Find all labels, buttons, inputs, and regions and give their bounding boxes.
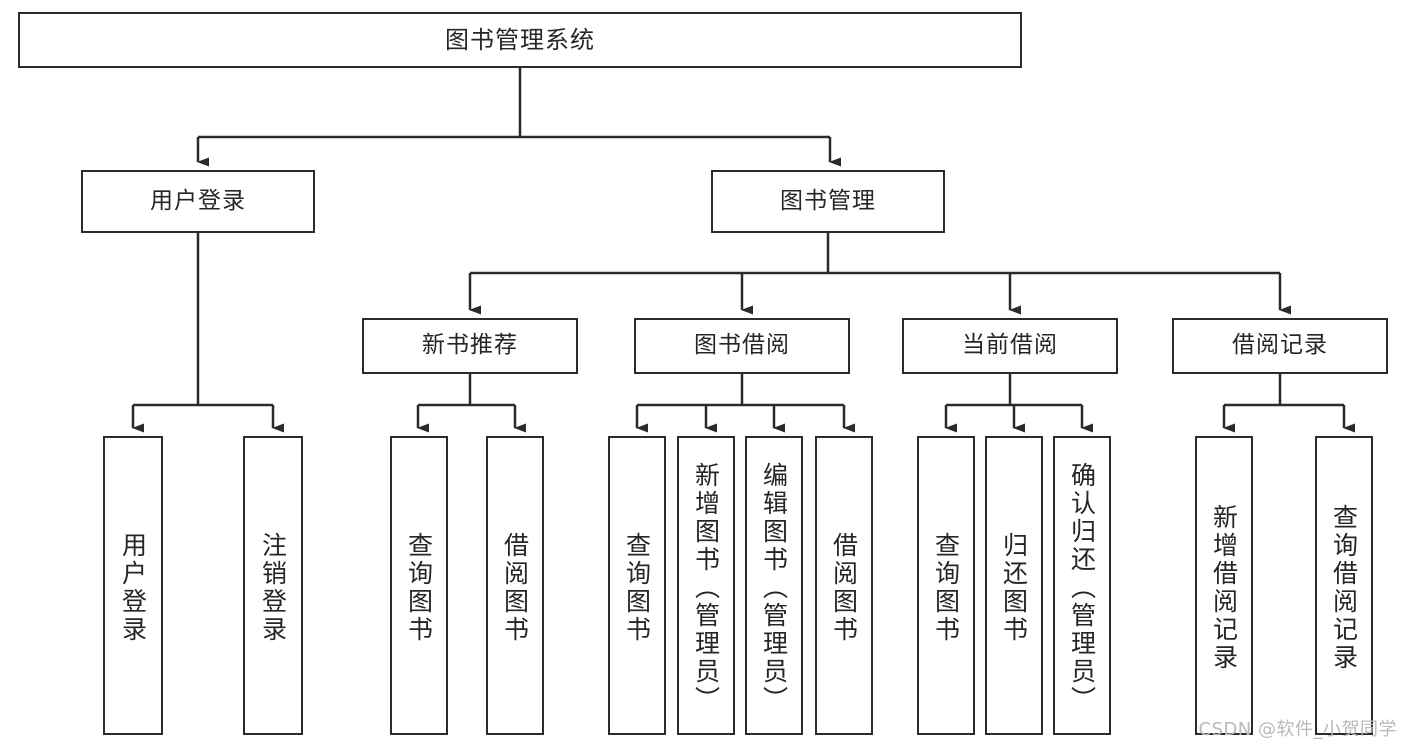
leaf-new-book-borrow-book[interactable]: 借阅图书 bbox=[486, 436, 544, 735]
node-label: 确认归还（管理员） bbox=[1067, 461, 1097, 714]
node-label: 用户登录 bbox=[150, 187, 246, 214]
leaf-user-login-logout[interactable]: 注销登录 bbox=[243, 436, 303, 735]
node-label: 注销登录 bbox=[258, 531, 288, 644]
node-label: 新书推荐 bbox=[422, 332, 518, 359]
leaf-book-borrow-query-book[interactable]: 查询图书 bbox=[608, 436, 666, 735]
node-label: 图书借阅 bbox=[694, 332, 790, 359]
node-book-management[interactable]: 图书管理 bbox=[711, 170, 945, 233]
node-label: 编辑图书（管理员） bbox=[759, 461, 789, 714]
leaf-book-borrow-edit-book-admin[interactable]: 编辑图书（管理员） bbox=[745, 436, 803, 735]
node-label: 查询图书 bbox=[404, 531, 434, 644]
node-label: 借阅图书 bbox=[500, 531, 530, 644]
node-label: 图书管理系统 bbox=[445, 25, 595, 54]
node-label: 借阅记录 bbox=[1232, 332, 1328, 359]
node-label: 查询图书 bbox=[622, 531, 652, 644]
node-new-book-recommend[interactable]: 新书推荐 bbox=[362, 318, 578, 374]
leaf-borrow-record-query-record[interactable]: 查询借阅记录 bbox=[1315, 436, 1373, 735]
node-label: 借阅图书 bbox=[829, 531, 859, 644]
leaf-book-borrow-borrow-book[interactable]: 借阅图书 bbox=[815, 436, 873, 735]
leaf-new-book-query-book[interactable]: 查询图书 bbox=[390, 436, 448, 735]
node-label: 当前借阅 bbox=[962, 332, 1058, 359]
leaf-current-borrow-confirm-return-admin[interactable]: 确认归还（管理员） bbox=[1053, 436, 1111, 735]
node-user-login[interactable]: 用户登录 bbox=[81, 170, 315, 233]
leaf-current-borrow-return-book[interactable]: 归还图书 bbox=[985, 436, 1043, 735]
node-label: 查询图书 bbox=[931, 531, 961, 644]
node-label: 归还图书 bbox=[999, 531, 1029, 644]
node-label: 新增借阅记录 bbox=[1209, 503, 1239, 672]
leaf-user-login-login[interactable]: 用户登录 bbox=[103, 436, 163, 735]
leaf-current-borrow-query-book[interactable]: 查询图书 bbox=[917, 436, 975, 735]
node-label: 图书管理 bbox=[780, 187, 876, 214]
leaf-book-borrow-add-book-admin[interactable]: 新增图书（管理员） bbox=[677, 436, 735, 735]
csdn-watermark: CSDN @软件_小贺同学 bbox=[1198, 719, 1397, 740]
node-root-book-management-system[interactable]: 图书管理系统 bbox=[18, 12, 1022, 68]
node-borrow-record[interactable]: 借阅记录 bbox=[1172, 318, 1388, 374]
node-label: 用户登录 bbox=[118, 531, 148, 644]
leaf-borrow-record-add-record[interactable]: 新增借阅记录 bbox=[1195, 436, 1253, 735]
node-book-borrow[interactable]: 图书借阅 bbox=[634, 318, 850, 374]
node-current-borrow[interactable]: 当前借阅 bbox=[902, 318, 1118, 374]
node-label: 查询借阅记录 bbox=[1329, 503, 1359, 672]
node-label: 新增图书（管理员） bbox=[691, 461, 721, 714]
